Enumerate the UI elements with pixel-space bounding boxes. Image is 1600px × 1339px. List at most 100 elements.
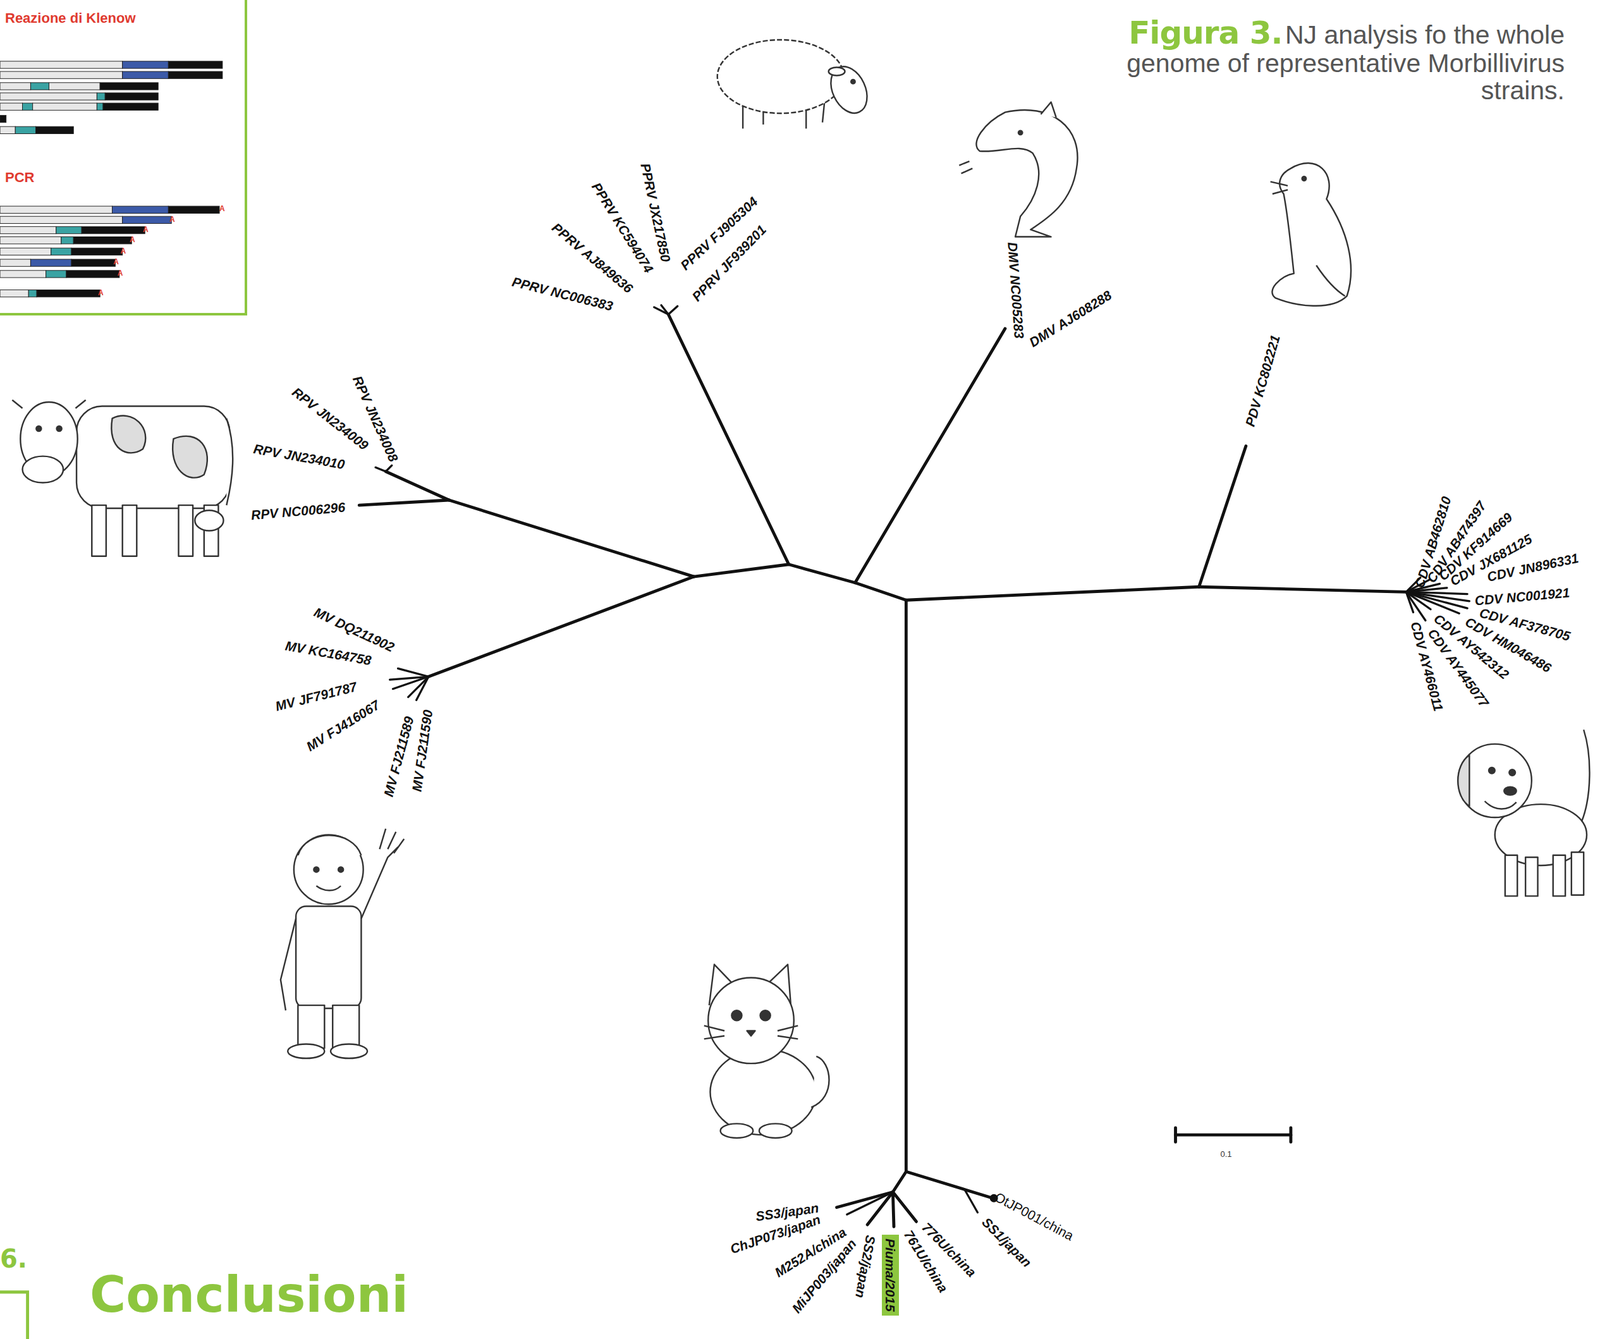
tree-line (359, 500, 449, 506)
tree-rect (81, 226, 145, 234)
strain-label: MV JF791787 (273, 678, 359, 714)
adenine-mark: A (120, 246, 126, 256)
tree-path (1316, 265, 1345, 296)
tree-line (668, 314, 789, 565)
tree-path (1457, 755, 1470, 807)
tree-rect (122, 505, 138, 557)
tree-path (1040, 101, 1056, 117)
tree-rect (332, 1005, 360, 1049)
tree-rect (32, 103, 98, 110)
tree-line (375, 467, 386, 471)
tree-rect (0, 259, 31, 267)
tree-line (694, 564, 789, 577)
node-text: PCR (5, 169, 245, 186)
tree-line (892, 1171, 906, 1192)
seal-drawing (1270, 163, 1351, 306)
tree-circle (56, 426, 62, 432)
tree-line (661, 305, 669, 315)
tree-path (280, 918, 296, 1011)
strain-label: CDV NC001921 (1474, 584, 1571, 609)
tree-line (1175, 1133, 1291, 1137)
tree-circle (293, 835, 364, 905)
tree-ellipse (717, 39, 844, 114)
tree-line (1405, 591, 1413, 612)
tree-path (316, 885, 341, 891)
tree-line (408, 676, 429, 697)
adenine-mark: A (113, 257, 119, 267)
tree-rect (1553, 855, 1566, 897)
tree-rect (15, 126, 36, 134)
tree-rect (104, 92, 159, 100)
tree-rect (0, 270, 47, 278)
strain-label: RPV JN234008 (349, 373, 402, 465)
tree-rect (103, 103, 159, 110)
tree-ellipse (22, 456, 64, 483)
tree-ellipse (823, 60, 875, 119)
tree-rect (99, 82, 159, 90)
tree-rect (168, 61, 223, 69)
tree-rect (0, 61, 123, 69)
scale-value: 0.1 (1220, 1149, 1233, 1160)
node-text: Reazione di Klenow (5, 10, 245, 27)
tree-circle (731, 1010, 742, 1021)
tree-line (448, 500, 694, 577)
tree-line (1288, 1127, 1293, 1143)
tree-rect (168, 71, 223, 79)
cow-drawing (12, 400, 233, 557)
adenine-mark: A (97, 288, 104, 298)
tree-line (668, 305, 678, 315)
tree-rect (1525, 857, 1538, 896)
tree-line (398, 668, 429, 677)
tree-line (904, 599, 908, 1172)
tree-rect (122, 61, 169, 69)
tree-rect (76, 406, 230, 509)
tree-rect (168, 206, 220, 214)
tree-rect (0, 247, 52, 255)
figure-title: Figura 3. (1128, 14, 1283, 52)
tree-line (892, 1192, 917, 1222)
tree-rect (71, 247, 123, 255)
tree-rect (297, 1005, 325, 1049)
tree-rect (295, 906, 361, 1009)
tree-rect (0, 289, 29, 297)
tree-rect (0, 71, 123, 79)
tree-ellipse (828, 67, 846, 76)
tree-path (172, 436, 208, 478)
method-panel: Reazione di KlenowPCR (0, 0, 248, 316)
section-number: 6. (0, 1243, 28, 1274)
tree-rect (30, 259, 72, 267)
tree-line (1199, 445, 1246, 587)
tree-branches (359, 305, 1470, 1228)
tree-path (811, 1056, 829, 1108)
strain-label: MV FJ416067 (303, 696, 383, 755)
strain-label: PDV KC802221 (1241, 333, 1283, 429)
tree-rect (112, 206, 169, 214)
strain-label: PPRV NC006383 (510, 273, 616, 315)
tree-rect (0, 115, 7, 123)
tree-rect (66, 270, 120, 278)
animal-drawings (12, 39, 1590, 1138)
tree-circle (760, 1010, 771, 1021)
tree-rect (0, 216, 123, 224)
tree-ellipse (720, 1123, 754, 1138)
tree-path (0, 1292, 28, 1339)
tree-rect (61, 237, 74, 245)
tree-rect (1505, 855, 1518, 897)
adenine-mark: A (169, 214, 176, 224)
tree-line (905, 586, 1199, 600)
tree-rect (28, 289, 37, 297)
tree-line (867, 1192, 893, 1226)
tree-path (360, 847, 398, 919)
tree-line (428, 576, 695, 677)
tree-rect (51, 247, 72, 255)
tree-ellipse (287, 1043, 325, 1059)
tree-rect (0, 206, 113, 214)
tree-circle (1018, 130, 1023, 135)
tree-line (905, 1171, 993, 1198)
tree-ellipse (759, 1123, 793, 1138)
tree-circle (1508, 769, 1516, 776)
tree-rect (1571, 852, 1584, 896)
tree-rect (0, 82, 31, 90)
tree-line (964, 1189, 978, 1213)
highlighted-strain: Piuma/2015 (881, 1234, 899, 1316)
